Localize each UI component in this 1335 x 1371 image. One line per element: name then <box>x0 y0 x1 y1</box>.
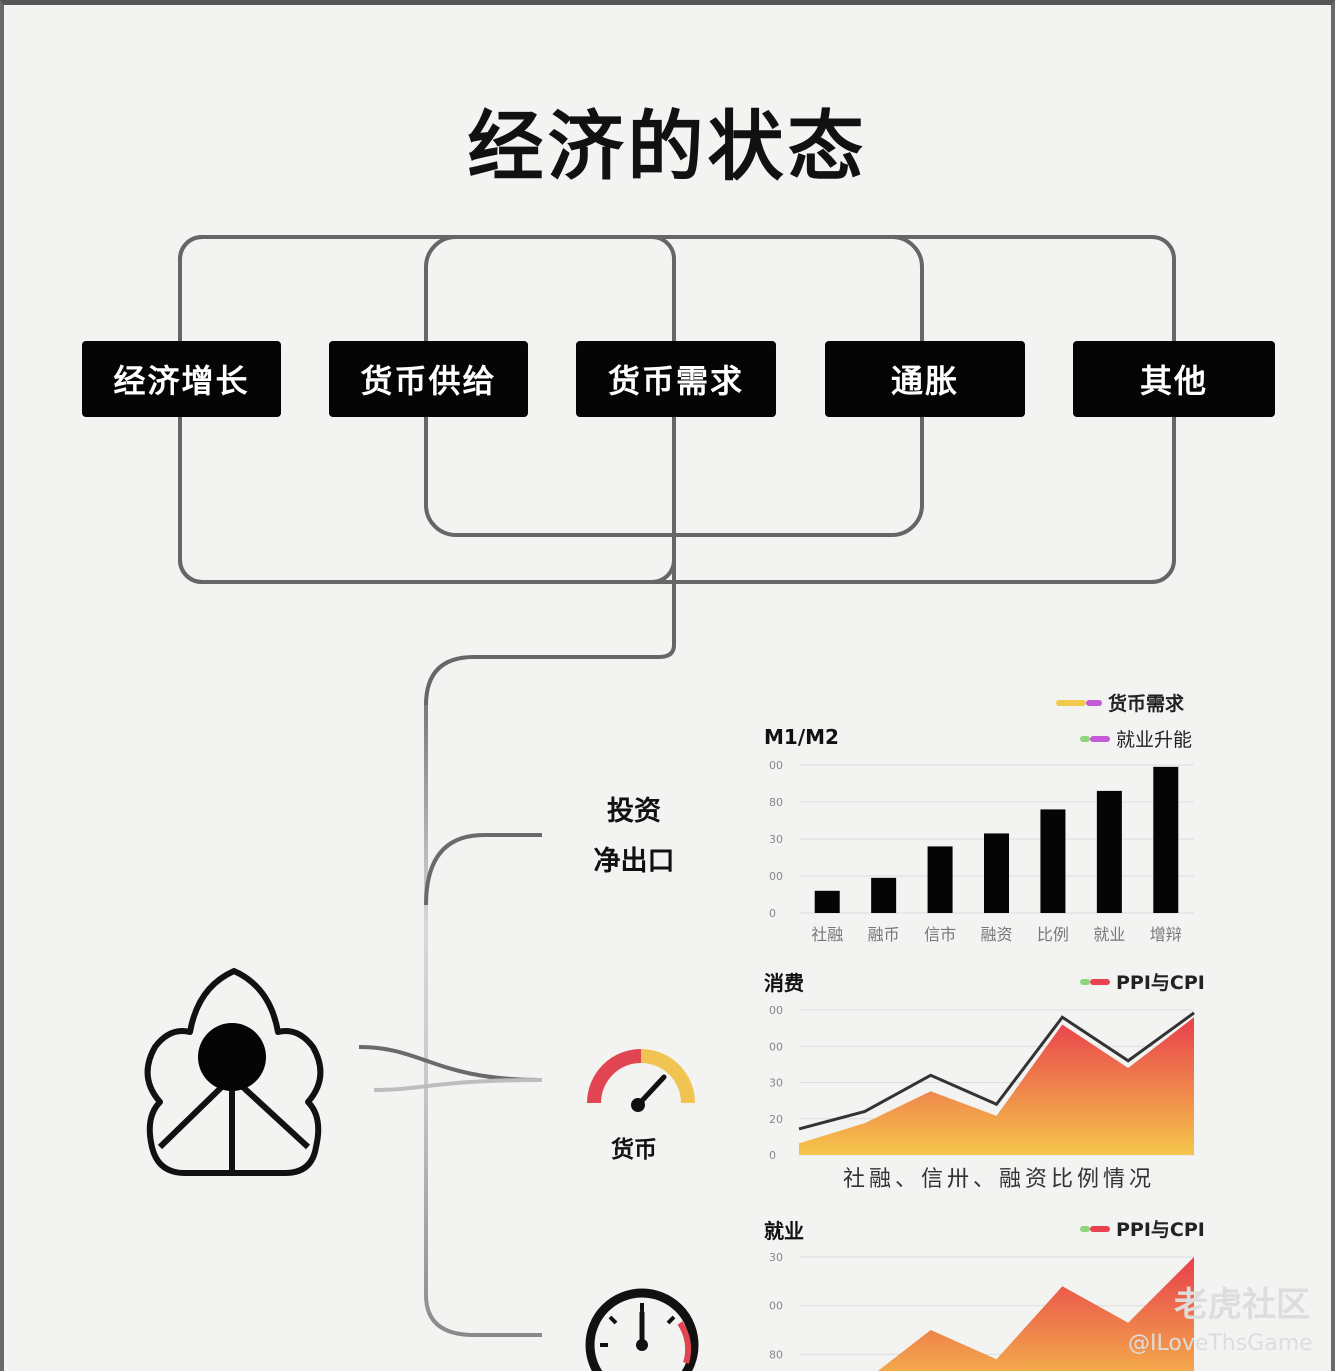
chart1-xtick: 比例 <box>1037 925 1069 944</box>
chart2-xlabel: 社融、信卅、融资比例情况 <box>842 1167 1155 1192</box>
branch-investment <box>424 833 542 906</box>
node-economic-growth[interactable]: 经济增长 <box>82 341 281 417</box>
watermark-handle: @ILoveThsGame <box>1128 1331 1313 1356</box>
node-money-supply[interactable]: 货币供给 <box>329 341 528 417</box>
chart3-ytick: 00 <box>769 1300 783 1313</box>
chart1-xtick: 增辩 <box>1150 925 1182 944</box>
chart1-title: M1/M2 <box>764 725 839 749</box>
chart1-bar <box>1040 809 1066 913</box>
chart1-ytick: 00 <box>769 870 783 883</box>
economy-hub-icon <box>144 968 324 1176</box>
chart3-ytick: 80 <box>769 1348 783 1361</box>
chart1-xtick: 融币 <box>868 925 900 944</box>
chart2-ytick: 30 <box>769 1077 783 1090</box>
node-other[interactable]: 其他 <box>1073 341 1275 417</box>
legend-money-demand: 货币需求 <box>1056 689 1184 716</box>
chart1-bar <box>1153 766 1179 913</box>
chart1-bar <box>1096 790 1122 913</box>
node-money-demand[interactable]: 货币需求 <box>576 341 776 417</box>
area-chart-employment: 30008080 <box>769 1251 1194 1371</box>
node-inflation[interactable]: 通胀 <box>825 341 1025 417</box>
chart1-bar <box>871 877 897 913</box>
chart2-ytick: 20 <box>769 1113 783 1126</box>
chart1-xtick: 信市 <box>924 925 956 944</box>
chart1-xtick: 社融 <box>811 925 843 944</box>
chart2-ytick: 00 <box>769 1004 783 1017</box>
chart1-ytick: 0 <box>769 907 776 920</box>
chart1-xtick: 融资 <box>980 925 1012 944</box>
chart3-title: 就业 <box>764 1219 804 1243</box>
chart1-xtick: 就业 <box>1093 925 1125 944</box>
branch-currency-b <box>373 1078 543 1092</box>
chart2-area <box>799 1017 1194 1155</box>
speedometer-icon <box>587 1049 695 1112</box>
chart2-line <box>798 1011 1195 1131</box>
chart1-bar <box>984 833 1009 913</box>
bar-chart-m1m2: 008030000社融融币信市融资比例就业增辩 <box>769 759 1194 944</box>
area-chart-consumption: 00 00 30 20 0 <box>769 1004 1195 1162</box>
chart3-ytick: 30 <box>769 1251 783 1264</box>
chart1-bar <box>927 846 953 913</box>
link-demand-branch <box>424 415 676 706</box>
chart2-title: 消费 <box>764 971 804 995</box>
chart2-ytick: 0 <box>769 1149 776 1162</box>
legend-ppi-cpi-2: PPI与CPI <box>1080 1215 1205 1242</box>
legend-employment: 就业升能 <box>1080 725 1192 752</box>
chart1-ytick: 00 <box>769 759 783 772</box>
chart1-ytick: 80 <box>769 796 783 809</box>
chart1-ytick: 30 <box>769 833 783 846</box>
branch-currency-a <box>358 1045 543 1082</box>
label-net-export: 净出口 <box>593 846 675 877</box>
chart3-area <box>877 1257 1194 1371</box>
trunk-line <box>424 705 542 1337</box>
watermark-brand: 老虎社区 <box>1174 1285 1310 1325</box>
label-currency: 货币 <box>611 1137 657 1163</box>
label-investment: 投资 <box>607 796 661 827</box>
legend-ppi-cpi-1: PPI与CPI <box>1080 968 1205 995</box>
clock-dial-icon <box>585 1288 699 1371</box>
chart1-bar <box>814 890 840 913</box>
page-title: 经济的状态 <box>467 102 868 191</box>
chart2-ytick: 00 <box>769 1040 783 1053</box>
